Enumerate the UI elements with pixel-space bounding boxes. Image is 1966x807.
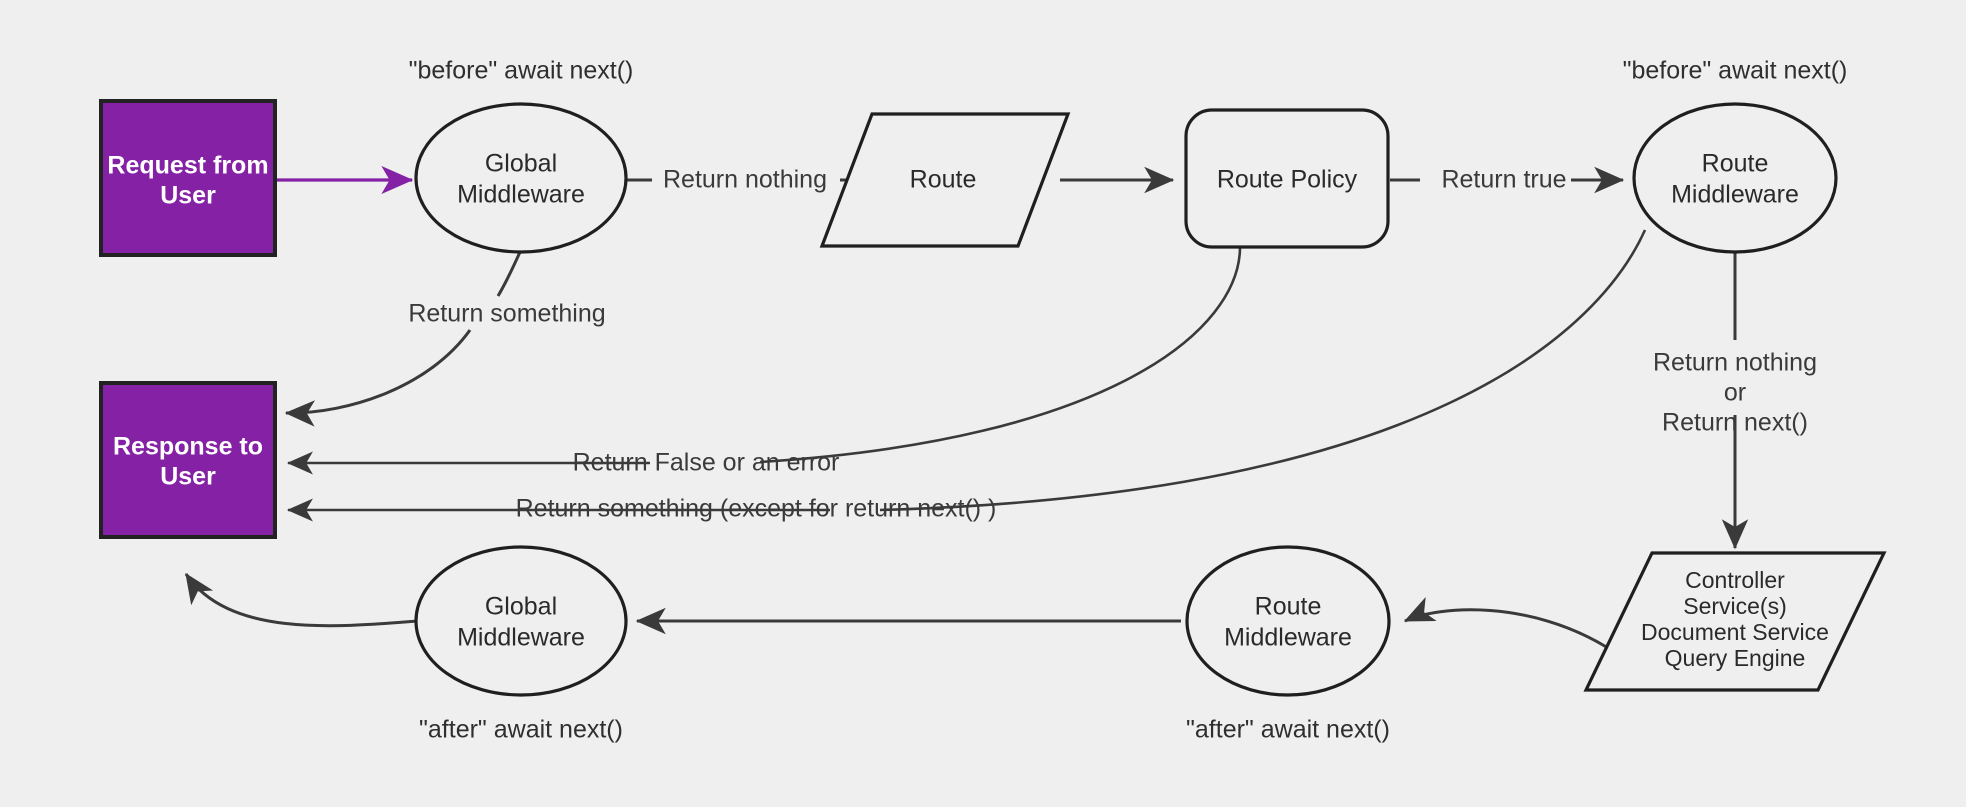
node-response-to-user[interactable]: Response to User xyxy=(99,381,277,539)
edge-route-middleware-to-response: Return something (except for return next… xyxy=(286,229,1647,523)
route-label: Route xyxy=(910,166,977,194)
annotation-after-route-middleware: "after" await next() xyxy=(1186,716,1390,744)
global-middleware-before-label-line2: Middleware xyxy=(457,181,585,209)
request-from-user-label-line2: User xyxy=(160,182,216,210)
edge-global-middleware-to-route: Return nothing xyxy=(627,166,882,194)
request-from-user-label-line1: Request from xyxy=(107,152,268,180)
route-policy-label: Route Policy xyxy=(1217,166,1358,194)
edge-global-middleware-after-to-response xyxy=(184,573,419,628)
annotation-before-global-middleware: "before" await next() xyxy=(409,57,634,85)
node-route[interactable]: Route xyxy=(819,112,1071,248)
edge-route-policy-to-response: Return False or an error xyxy=(286,246,1242,477)
edge-global-middleware-to-response: Return something xyxy=(284,251,606,427)
edge-label-return-next-line: Return next() xyxy=(1662,409,1808,437)
route-middleware-before-label-line1: Route xyxy=(1702,150,1769,178)
controller-label-line1: Controller xyxy=(1685,567,1785,593)
edge-label-return-nothing-line: Return nothing xyxy=(1653,349,1817,377)
global-middleware-after-label-line2: Middleware xyxy=(457,624,585,652)
edge-label-return-false-or-error: Return False or an error xyxy=(573,449,840,477)
global-middleware-after-label-line1: Global xyxy=(485,593,557,621)
edge-label-return-something: Return something xyxy=(408,300,605,328)
route-middleware-after-label-line1: Route xyxy=(1255,593,1322,621)
route-middleware-before-label-line2: Middleware xyxy=(1671,181,1799,209)
node-controller-services[interactable]: Controller Service(s) Document Service Q… xyxy=(1583,551,1887,692)
node-global-middleware-before[interactable]: Global Middleware xyxy=(414,102,628,254)
global-middleware-before-label-line1: Global xyxy=(485,150,557,178)
controller-label-line4: Query Engine xyxy=(1665,645,1806,671)
response-to-user-label-line1: Response to xyxy=(113,433,263,461)
annotation-after-global-middleware: "after" await next() xyxy=(419,716,623,744)
response-to-user-label-line2: User xyxy=(160,463,216,491)
node-route-policy[interactable]: Route Policy xyxy=(1184,108,1390,249)
edge-route-middleware-to-controller: Return nothing or Return next() xyxy=(1653,252,1817,550)
node-route-middleware-before[interactable]: Route Middleware xyxy=(1632,102,1838,254)
edge-route-policy-to-route-middleware: Return true xyxy=(1390,166,1625,194)
controller-label-line2: Service(s) xyxy=(1683,593,1787,619)
edge-label-return-nothing: Return nothing xyxy=(663,166,827,194)
route-middleware-after-label-line2: Middleware xyxy=(1224,624,1352,652)
node-route-middleware-after[interactable]: Route Middleware xyxy=(1185,545,1391,697)
edge-controller-to-route-middleware-after xyxy=(1403,597,1609,650)
controller-label-line3: Document Service xyxy=(1641,619,1829,645)
edge-label-or-line: or xyxy=(1724,379,1746,407)
edge-label-return-true: Return true xyxy=(1441,166,1566,194)
annotation-before-route-middleware: "before" await next() xyxy=(1623,57,1848,85)
node-global-middleware-after[interactable]: Global Middleware xyxy=(414,545,628,697)
node-request-from-user[interactable]: Request from User xyxy=(99,99,277,257)
edge-label-return-something-except-next: Return something (except for return next… xyxy=(516,495,997,523)
